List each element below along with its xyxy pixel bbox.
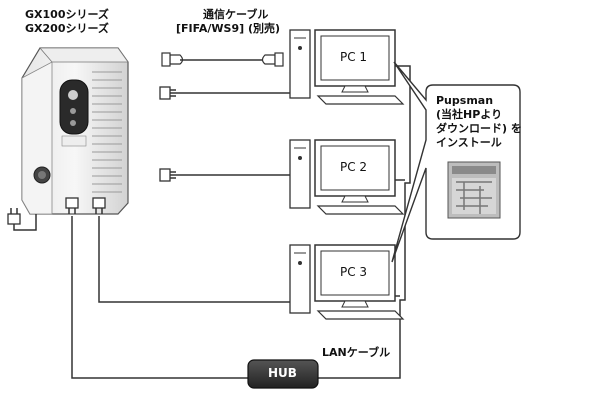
pc2-label: PC 2	[340, 160, 368, 174]
pc3-label: PC 3	[340, 265, 368, 279]
cable-label-2: [FIFA/WS9] (別売)	[176, 22, 281, 35]
hub-label: HUB	[268, 366, 297, 380]
callout-line-2: (当社HPより	[436, 108, 503, 121]
ups-model-label-2: GX200シリーズ	[25, 22, 109, 35]
callout-line-4: インストール	[436, 136, 502, 149]
serial-cable	[161, 52, 284, 67]
pc-2	[289, 139, 405, 215]
hub-box	[247, 359, 319, 389]
ups-wall-plug	[7, 207, 21, 225]
pc-1	[289, 29, 405, 105]
cable-label-1: 通信ケーブル	[203, 8, 269, 21]
lan-cable-label: LANケーブル	[322, 346, 391, 359]
software-callout	[391, 61, 521, 263]
software-package-image	[447, 161, 501, 219]
pc1-label: PC 1	[340, 50, 368, 64]
ups-unit	[21, 47, 129, 215]
ups-model-label-1: GX100シリーズ	[25, 8, 109, 21]
callout-line-1: Pupsman	[436, 94, 494, 107]
callout-line-3: ダウンロード) を	[436, 122, 522, 135]
pc-3	[289, 244, 405, 320]
